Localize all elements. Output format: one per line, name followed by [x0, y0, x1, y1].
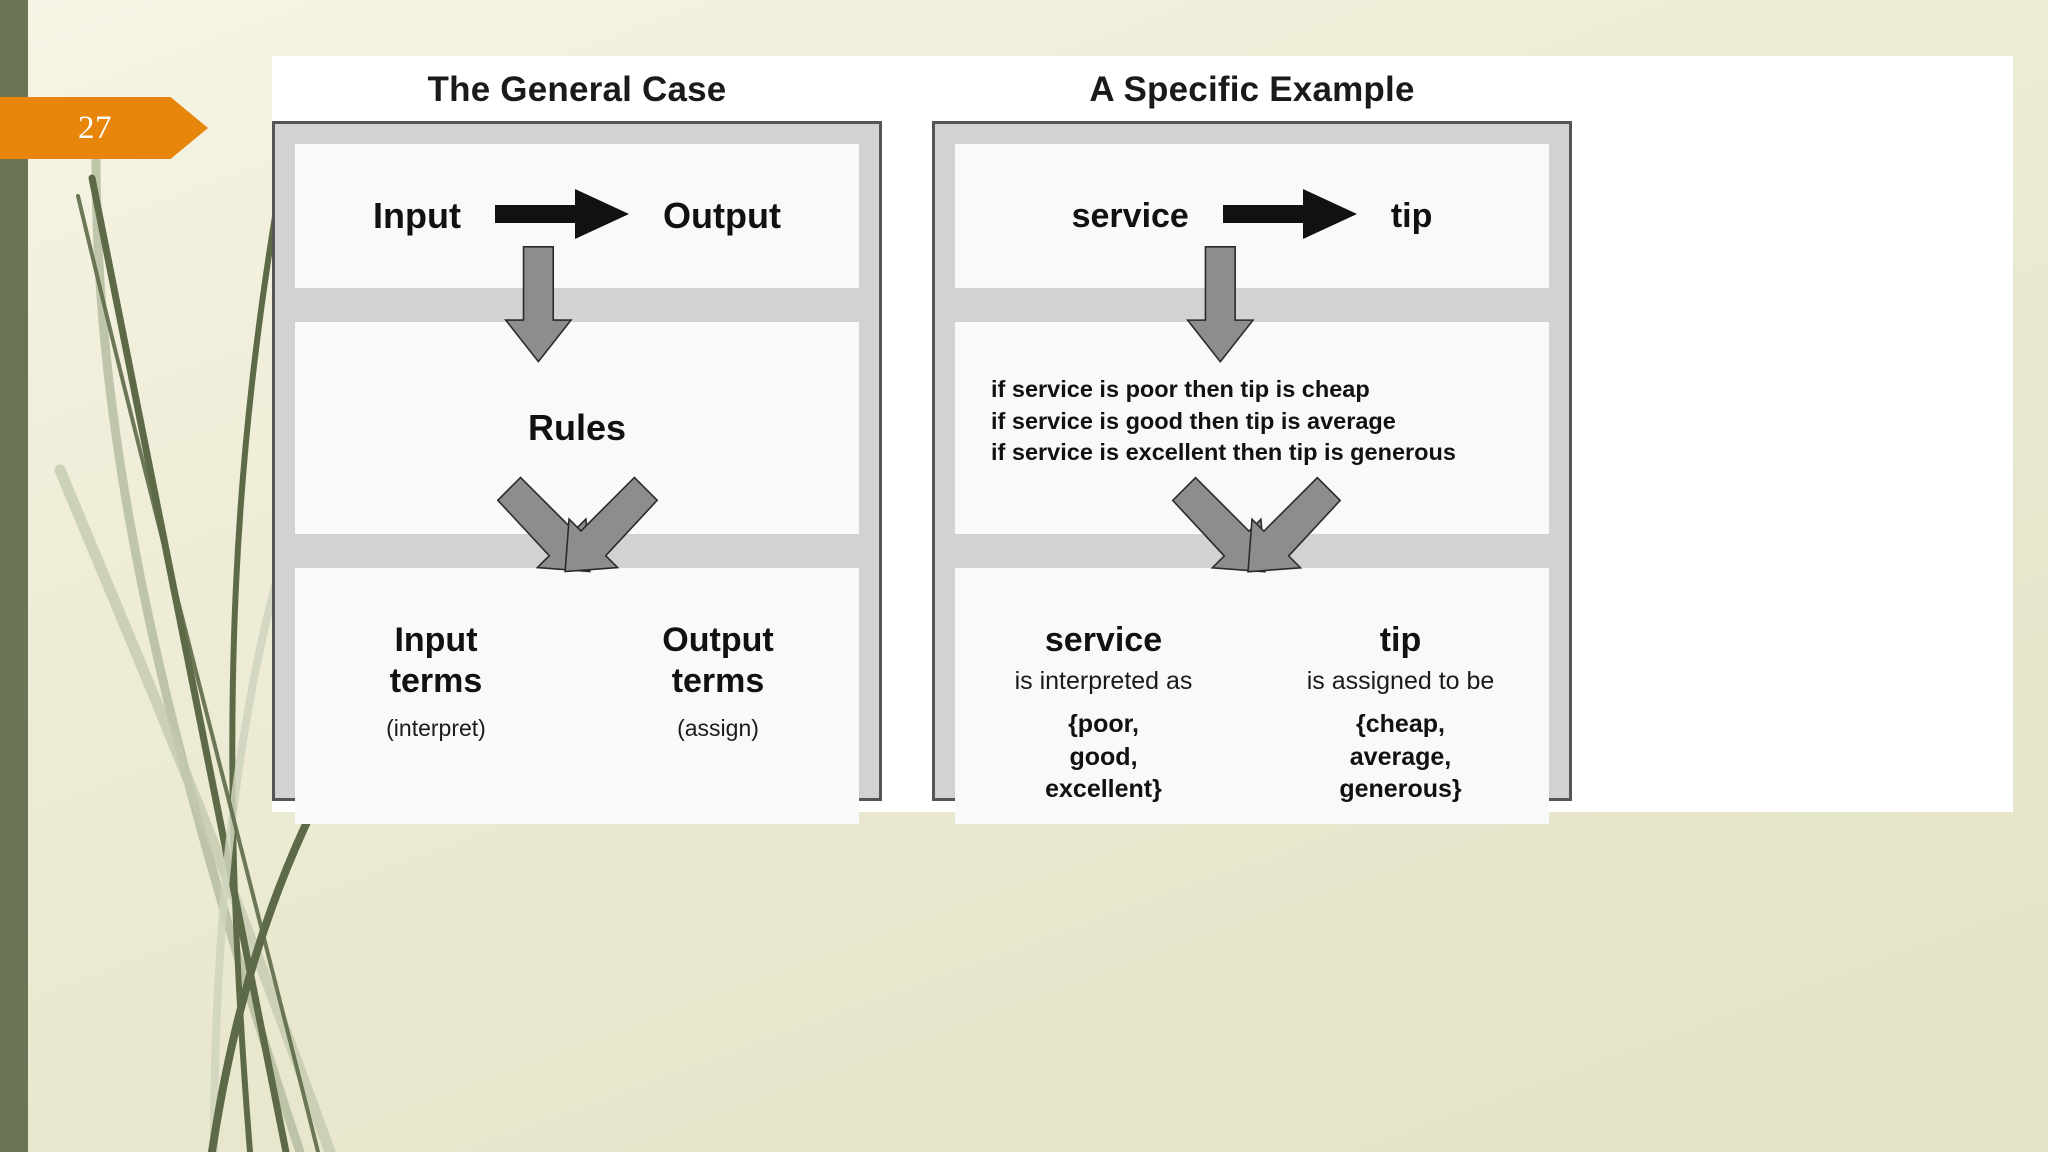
rule-item: if service is excellent then tip is gene… — [991, 439, 1456, 466]
general-output-terms-line2: terms — [671, 662, 765, 701]
general-input-terms-line2: terms — [389, 662, 483, 701]
set-line: {cheap, — [1356, 710, 1445, 739]
cell-specific-rules: if service is poor then tip is cheap if … — [955, 322, 1549, 534]
general-output-terms: Output terms (assign) — [577, 568, 859, 742]
general-output-terms-note: (assign) — [677, 714, 759, 741]
set-line: {poor, — [1068, 710, 1139, 739]
specific-tip-subtitle: is assigned to be — [1306, 667, 1495, 696]
general-output-terms-line1: Output — [662, 621, 774, 659]
column-title-specific: A Specific Example — [1089, 70, 1415, 109]
cell-general-flow: Input Output — [295, 144, 859, 288]
general-input-terms-line1: Input — [394, 621, 478, 659]
set-line: excellent} — [1045, 775, 1162, 804]
cell-general-rules: Rules — [295, 322, 859, 534]
cell-specific-terms: service is interpreted as {poor, good, e… — [955, 568, 1549, 824]
specific-tip-set: {cheap, average, generous} — [1252, 708, 1549, 806]
specific-tip-terms: tip is assigned to be {cheap, average, g… — [1252, 568, 1549, 806]
general-input-terms-note: (interpret) — [386, 714, 486, 741]
cell-specific-flow: service tip — [955, 144, 1549, 288]
slide-number-badge: 27 — [0, 97, 208, 159]
general-input-label: Input — [373, 195, 461, 236]
slide-number: 27 — [78, 109, 112, 146]
specific-input-label: service — [1071, 196, 1189, 235]
specific-tip-heading: tip — [1379, 621, 1422, 659]
general-input-terms: Input terms (interpret) — [295, 568, 577, 742]
column-specific-example: A Specific Example service tip — [932, 56, 1572, 824]
specific-service-subtitle: is interpreted as — [1014, 667, 1193, 696]
set-line: generous} — [1339, 775, 1462, 804]
rule-item: if service is poor then tip is cheap — [991, 376, 1370, 402]
set-line: average, — [1349, 742, 1452, 771]
set-line: good, — [1069, 742, 1138, 771]
general-rules-heading: Rules — [527, 407, 627, 448]
panel-general: Input Output Rules — [272, 121, 882, 824]
right-block-arrow-icon — [495, 187, 629, 246]
specific-service-set: {poor, good, excellent} — [955, 708, 1252, 806]
specific-service-terms: service is interpreted as {poor, good, e… — [955, 568, 1252, 806]
cell-general-terms: Input terms (interpret) Output terms — [295, 568, 859, 824]
figure-card: The General Case Input Output — [272, 56, 2013, 824]
specific-rules-list: if service is poor then tip is cheap if … — [991, 374, 1456, 469]
rule-item: if service is good then tip is average — [991, 407, 1396, 434]
column-general-case: The General Case Input Output — [272, 56, 882, 824]
column-title-general: The General Case — [427, 70, 727, 109]
general-output-label: Output — [663, 195, 781, 236]
specific-service-heading: service — [1044, 621, 1163, 659]
left-accent-stripe — [0, 0, 28, 1152]
specific-output-label: tip — [1390, 196, 1433, 235]
right-block-arrow-icon — [1222, 187, 1357, 246]
panel-specific: service tip if service is po — [932, 121, 1572, 824]
